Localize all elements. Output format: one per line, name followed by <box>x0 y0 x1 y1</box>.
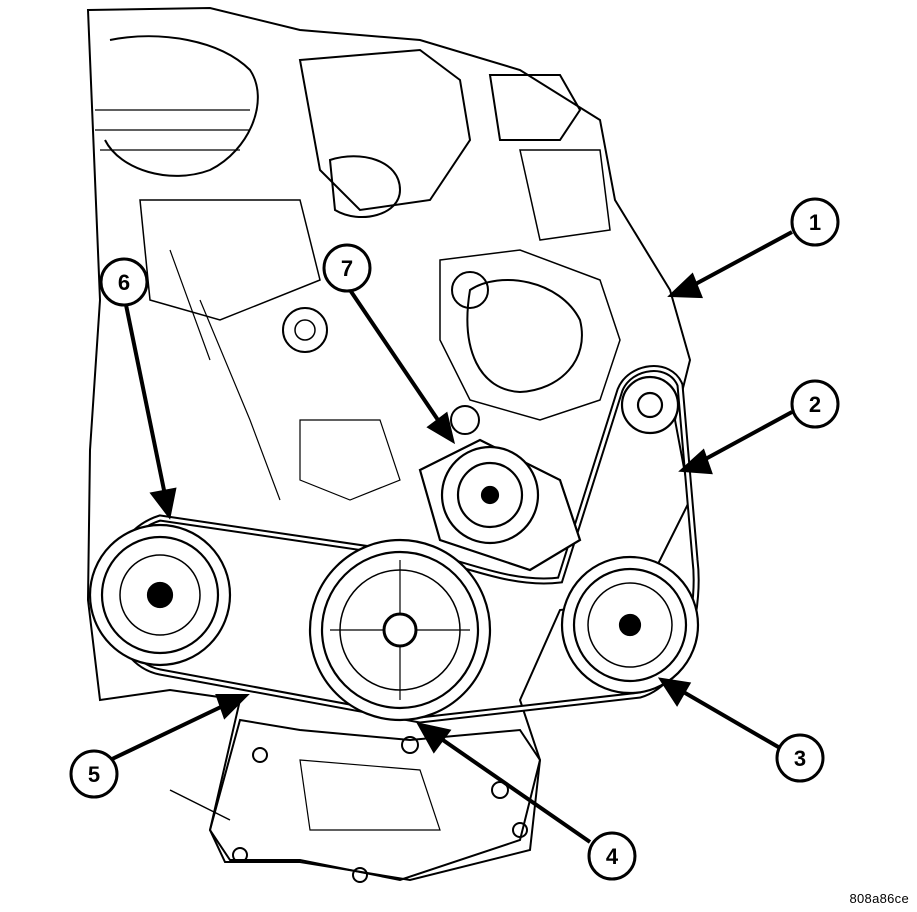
callout-3: 3 <box>775 733 825 783</box>
callout-7-label: 7 <box>341 256 353 281</box>
idler-pulley <box>620 375 680 435</box>
callout-3-label: 3 <box>794 746 806 771</box>
figure-code: 808a86ce <box>849 891 909 906</box>
callout-2: 2 <box>790 379 840 429</box>
callout-1: 1 <box>790 197 840 247</box>
callout-arrows <box>109 230 793 844</box>
engine-block <box>86 6 692 883</box>
callout-4-label: 4 <box>606 844 619 869</box>
power-steering-pulley <box>88 523 232 667</box>
callout-5: 5 <box>69 749 119 799</box>
callout-6-label: 6 <box>118 270 130 295</box>
callout-4: 4 <box>587 831 637 881</box>
callout-6: 6 <box>99 257 149 307</box>
crankshaft-pulley <box>308 538 492 722</box>
callout-5-label: 5 <box>88 762 100 787</box>
belt-tensioner <box>418 438 582 572</box>
callout-2-label: 2 <box>809 392 821 417</box>
ac-compressor-pulley <box>560 555 700 695</box>
callout-1-label: 1 <box>809 210 821 235</box>
callout-7: 7 <box>322 243 372 293</box>
